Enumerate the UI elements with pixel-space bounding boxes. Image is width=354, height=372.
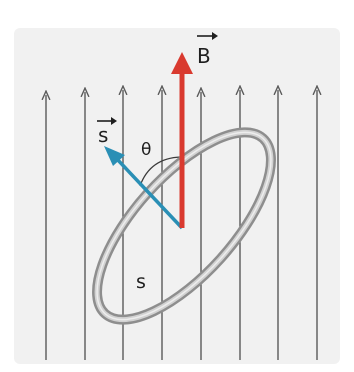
theta-label: θ [141, 140, 151, 160]
b-vector [171, 52, 193, 228]
b-overarrow-head [212, 32, 218, 40]
s-label-group: s [97, 117, 117, 147]
b-vector-head [171, 52, 193, 74]
angle-arc [139, 156, 182, 187]
s-overarrow-head [111, 117, 117, 125]
area-label: s [136, 271, 146, 293]
s-vector-head [104, 146, 125, 166]
background-panel [14, 28, 340, 364]
s-vector-shaft [114, 156, 184, 230]
s-label: s [98, 123, 108, 147]
b-label: B [197, 44, 211, 68]
s-vector [104, 146, 184, 230]
b-label-group: B [197, 32, 218, 68]
